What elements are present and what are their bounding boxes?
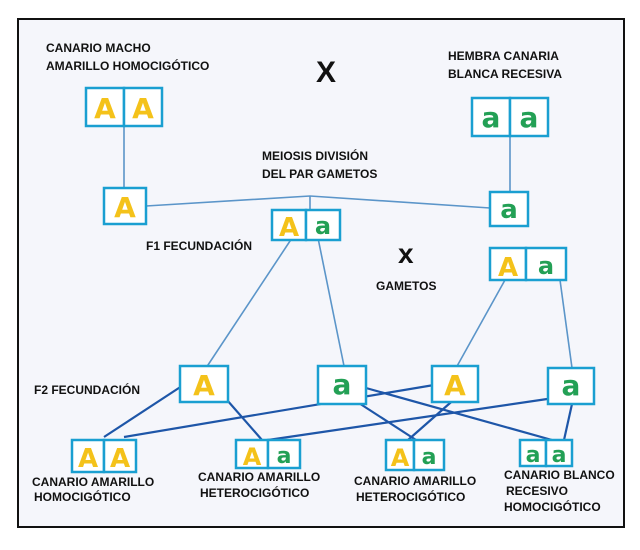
male-title-line2: AMARILLO HOMOCIGÓTICO [46, 58, 209, 73]
cross-symbol-top: X [316, 56, 336, 89]
line-f1b-to-a [559, 279, 573, 369]
allele-dominant: A [391, 444, 410, 472]
f2-gamete-a-right: a [546, 366, 596, 406]
allele-dominant: A [114, 191, 136, 224]
f2-gamete-A-left: A [178, 364, 230, 404]
allele-dominant: A [193, 369, 215, 402]
allele-recessive: a [500, 195, 518, 225]
f2-label: F2 FECUNDACIÓN [34, 382, 140, 397]
outcome-3-line1: CANARIO AMARILLO [354, 474, 476, 488]
f2-gamete-A-right: A [430, 364, 480, 404]
allele-dominant: A [279, 213, 299, 243]
outcome-2-line1: CANARIO AMARILLO [198, 470, 320, 484]
female-title-line2: BLANCA RECESIVA [448, 67, 562, 81]
allele-dominant: A [110, 444, 130, 474]
allele-recessive: a [277, 444, 292, 469]
gamete-female: a [488, 190, 530, 228]
outcome-4-line1: CANARIO BLANCO [504, 468, 615, 482]
outcome-genotype-Aa-2: A a [384, 438, 446, 472]
allele-recessive: a [562, 369, 581, 402]
meiosis-label-line1: MEIOSIS DIVISIÓN [262, 148, 368, 163]
female-title-line1: HEMBRA CANARIA [448, 49, 559, 63]
line-A1-to-out1 [103, 381, 189, 438]
parent-male-genotype: A A [84, 86, 164, 128]
allele-dominant: A [94, 92, 116, 125]
allele-recessive: a [520, 101, 539, 134]
allele-recessive: a [422, 445, 437, 470]
allele-dominant: A [243, 443, 262, 471]
f1-label: F1 FECUNDACIÓN [146, 238, 252, 253]
allele-recessive: a [552, 443, 567, 468]
line-a2-to-out2 [267, 396, 555, 442]
line-a1-to-out4 [365, 386, 553, 442]
male-title-line1: CANARIO MACHO [46, 41, 151, 55]
allele-dominant: A [498, 253, 518, 283]
f1-genotype-center: A a [270, 208, 342, 243]
allele-recessive: a [526, 443, 541, 468]
allele-recessive: a [315, 212, 331, 240]
f2-gamete-a-left: a [316, 364, 368, 406]
outcome-3-line2: HETEROCIGÓTICO [356, 489, 465, 504]
gamete-male: A [102, 186, 148, 226]
outcome-1-line1: CANARIO AMARILLO [32, 475, 154, 489]
line-a2-to-out4 [562, 403, 574, 441]
outcome-4-line2: RECESIVO [506, 484, 568, 498]
outcome-genotype-Aa-1: A a [234, 438, 302, 471]
outcome-4-line3: HOMOCIGÓTICO [504, 499, 601, 514]
outcome-genotype-AA: A A [70, 438, 138, 474]
line-gametes-join [145, 195, 491, 209]
f1-genotype-right: A a [488, 246, 568, 283]
line-f1-to-a [317, 237, 345, 367]
line-A2-to-out3 [407, 395, 459, 441]
allele-dominant: A [78, 444, 98, 474]
allele-recessive: a [538, 252, 554, 280]
outcome-1-line2: HOMOCIGÓTICO [34, 489, 131, 504]
meiosis-label-line2: DEL PAR GAMETOS [262, 167, 377, 181]
line-f1b-to-A [455, 279, 506, 369]
allele-dominant: A [132, 92, 154, 125]
line-f1-to-A [205, 237, 293, 369]
outcome-genotype-aa: a a [518, 438, 574, 468]
allele-recessive: a [333, 368, 352, 401]
outcome-2-line2: HETEROCIGÓTICO [200, 485, 309, 500]
cross-symbol-mid: x [398, 238, 414, 269]
allele-recessive: a [482, 101, 501, 134]
allele-dominant: A [444, 369, 466, 402]
parent-female-genotype: a a [470, 96, 550, 138]
gametos-label: GAMETOS [376, 279, 436, 293]
